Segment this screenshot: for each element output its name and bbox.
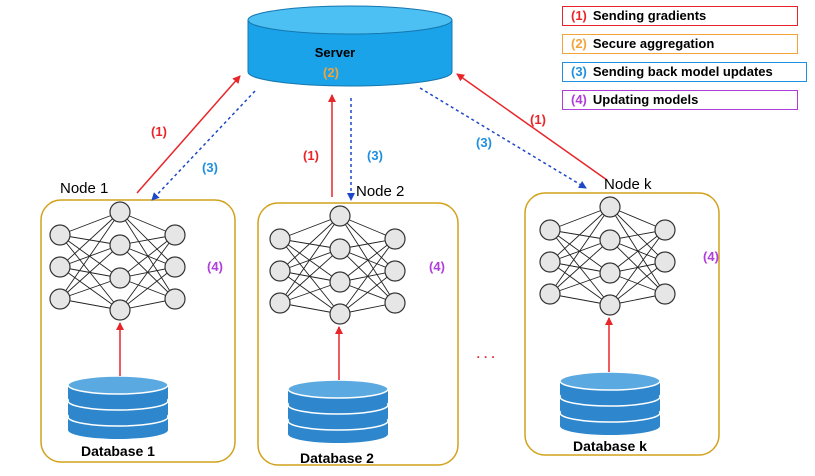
- back-label-node-1: (3): [202, 160, 218, 175]
- neuron-node: [599, 229, 621, 251]
- neuron-node: [539, 251, 561, 273]
- server-step-label: (2): [323, 65, 339, 80]
- back-arrow-node-1: [151, 90, 256, 201]
- neuron-node: [109, 234, 131, 256]
- neural-network-k: [539, 196, 676, 316]
- legend-num-2: (2): [571, 36, 587, 51]
- neuron-node: [539, 219, 561, 241]
- database-label-k: Database k: [573, 438, 647, 454]
- database-icon-k: [559, 371, 661, 435]
- database-icon-2: [287, 379, 389, 443]
- neuron-node: [164, 224, 186, 246]
- back-arrow-node-k: [419, 87, 587, 189]
- neuron-node: [384, 260, 406, 282]
- neuron-node: [164, 256, 186, 278]
- neuron-node: [109, 267, 131, 289]
- legend-text-1: Sending gradients: [592, 8, 707, 23]
- legend-text-3: Sending back model updates: [592, 64, 773, 79]
- more-nodes-ellipsis: · · ·: [477, 350, 496, 364]
- send-label-node-k: (1): [530, 112, 546, 127]
- legend-text-4: Updating models: [592, 92, 699, 107]
- send-label-node-1: (1): [151, 124, 167, 139]
- neuron-node: [329, 205, 351, 227]
- neuron-node: [384, 228, 406, 250]
- update-label-node-1: (4): [207, 259, 223, 274]
- neuron-node: [599, 196, 621, 218]
- neuron-node: [109, 201, 131, 223]
- neuron-node: [329, 238, 351, 260]
- database-label-2: Database 2: [300, 450, 374, 466]
- neuron-node: [49, 256, 71, 278]
- database-label-1: Database 1: [81, 443, 155, 459]
- neuron-node: [654, 251, 676, 273]
- send-arrow-node-1: [136, 75, 241, 194]
- legend-num-4: (4): [571, 92, 587, 107]
- neuron-node: [599, 294, 621, 316]
- neuron-node: [329, 271, 351, 293]
- node-title-1: Node 1: [60, 180, 108, 197]
- update-label-node-2: (4): [429, 259, 445, 274]
- node-title-k: Node k: [604, 176, 652, 193]
- neuron-node: [654, 283, 676, 305]
- legend-text-2: Secure aggregation: [592, 36, 715, 51]
- neuron-node: [109, 299, 131, 321]
- legend-num-1: (1): [571, 8, 587, 23]
- send-arrow-node-k: [456, 73, 608, 181]
- neuron-node: [384, 292, 406, 314]
- send-label-node-2: (1): [303, 148, 319, 163]
- node-box-k: [524, 192, 720, 456]
- neuron-node: [539, 283, 561, 305]
- update-label-node-k: (4): [703, 249, 719, 264]
- node-box-1: [40, 199, 236, 463]
- server-label: Server: [315, 45, 355, 60]
- neuron-node: [269, 292, 291, 314]
- neural-network-1: [49, 201, 186, 321]
- legend-item-sending-gradients: (1) Sending gradients: [562, 6, 798, 26]
- server-cylinder: [247, 5, 453, 87]
- legend-item-secure-aggregation: (2) Secure aggregation: [562, 34, 798, 54]
- neural-network-2: [269, 205, 406, 325]
- neuron-node: [49, 224, 71, 246]
- neuron-node: [269, 260, 291, 282]
- node-box-2: [257, 202, 459, 466]
- neuron-node: [599, 262, 621, 284]
- neuron-node: [269, 228, 291, 250]
- legend-item-updating-models: (4) Updating models: [562, 90, 798, 110]
- back-label-node-2: (3): [367, 148, 383, 163]
- node-title-2: Node 2: [356, 183, 404, 200]
- back-label-node-k: (3): [476, 135, 492, 150]
- legend-item-sending-back-updates: (3) Sending back model updates: [562, 62, 807, 82]
- neuron-node: [49, 288, 71, 310]
- database-icon-1: [67, 375, 169, 439]
- legend-num-3: (3): [571, 64, 587, 79]
- neuron-node: [654, 219, 676, 241]
- neuron-node: [164, 288, 186, 310]
- neuron-node: [329, 303, 351, 325]
